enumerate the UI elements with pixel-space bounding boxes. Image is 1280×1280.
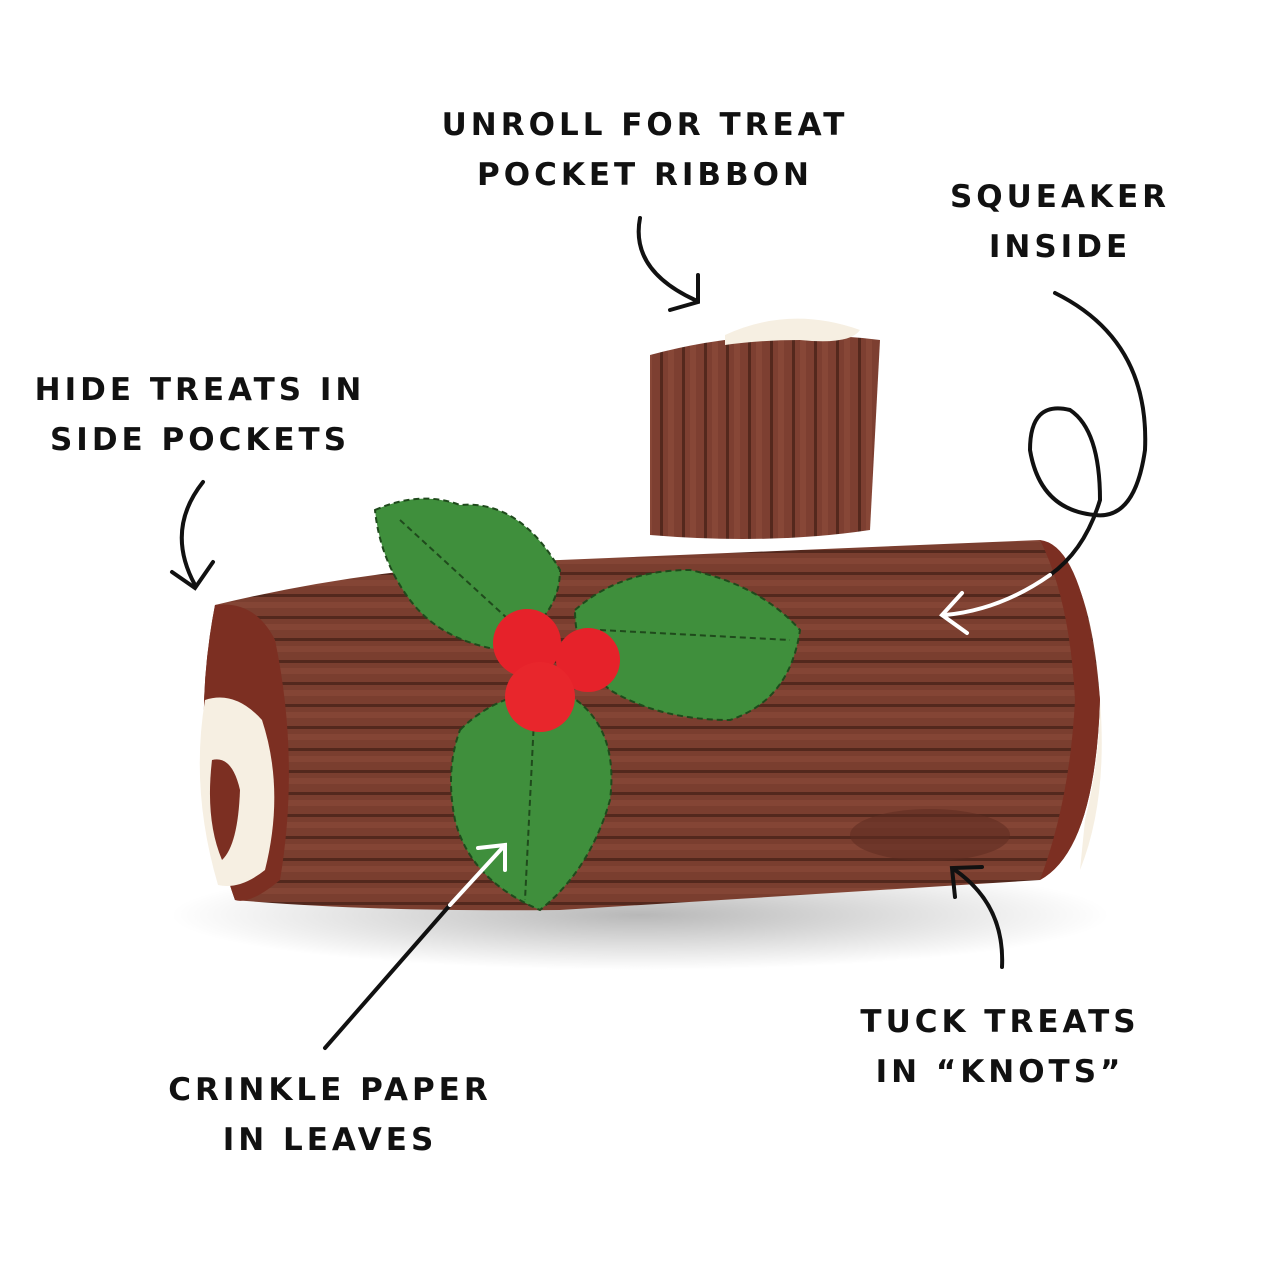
log-branch-stump bbox=[650, 318, 880, 539]
callout-line: INSIDE bbox=[988, 229, 1132, 265]
callout-line: SIDE POCKETS bbox=[49, 422, 351, 458]
callout-treat-pocket-ribbon: UNROLL FOR TREAT POCKET RIBBON bbox=[400, 100, 890, 200]
callout-line: CRINKLE PAPER bbox=[168, 1072, 492, 1108]
callout-line: IN LEAVES bbox=[222, 1122, 438, 1158]
callout-line: IN “KNOTS” bbox=[875, 1054, 1125, 1090]
arrow-side-pockets bbox=[170, 480, 215, 591]
callout-side-pockets: HIDE TREATS IN SIDE POCKETS bbox=[15, 365, 385, 465]
holly-berries bbox=[493, 609, 620, 732]
callout-line: SQUEAKER bbox=[949, 179, 1171, 215]
treat-knot bbox=[850, 809, 1010, 861]
arrow-squeaker bbox=[939, 291, 1148, 635]
arrow-crinkle bbox=[323, 842, 507, 1050]
cream-ribbon-top bbox=[725, 318, 860, 345]
arrow-treat-pocket-ribbon bbox=[636, 216, 700, 312]
callout-squeaker: SQUEAKER INSIDE bbox=[920, 172, 1200, 272]
log-right-end bbox=[1040, 540, 1100, 880]
callout-line: UNROLL FOR TREAT bbox=[441, 107, 849, 143]
arrow-knots bbox=[949, 865, 1005, 969]
holly-leaves bbox=[373, 497, 802, 912]
callout-line: TUCK TREATS bbox=[860, 1004, 1140, 1040]
callout-crinkle: CRINKLE PAPER IN LEAVES bbox=[140, 1065, 520, 1165]
callout-line: POCKET RIBBON bbox=[477, 157, 813, 193]
callout-knots: TUCK TREATS IN “KNOTS” bbox=[840, 997, 1160, 1097]
callout-line: HIDE TREATS IN bbox=[34, 372, 366, 408]
log-body bbox=[199, 540, 1102, 911]
